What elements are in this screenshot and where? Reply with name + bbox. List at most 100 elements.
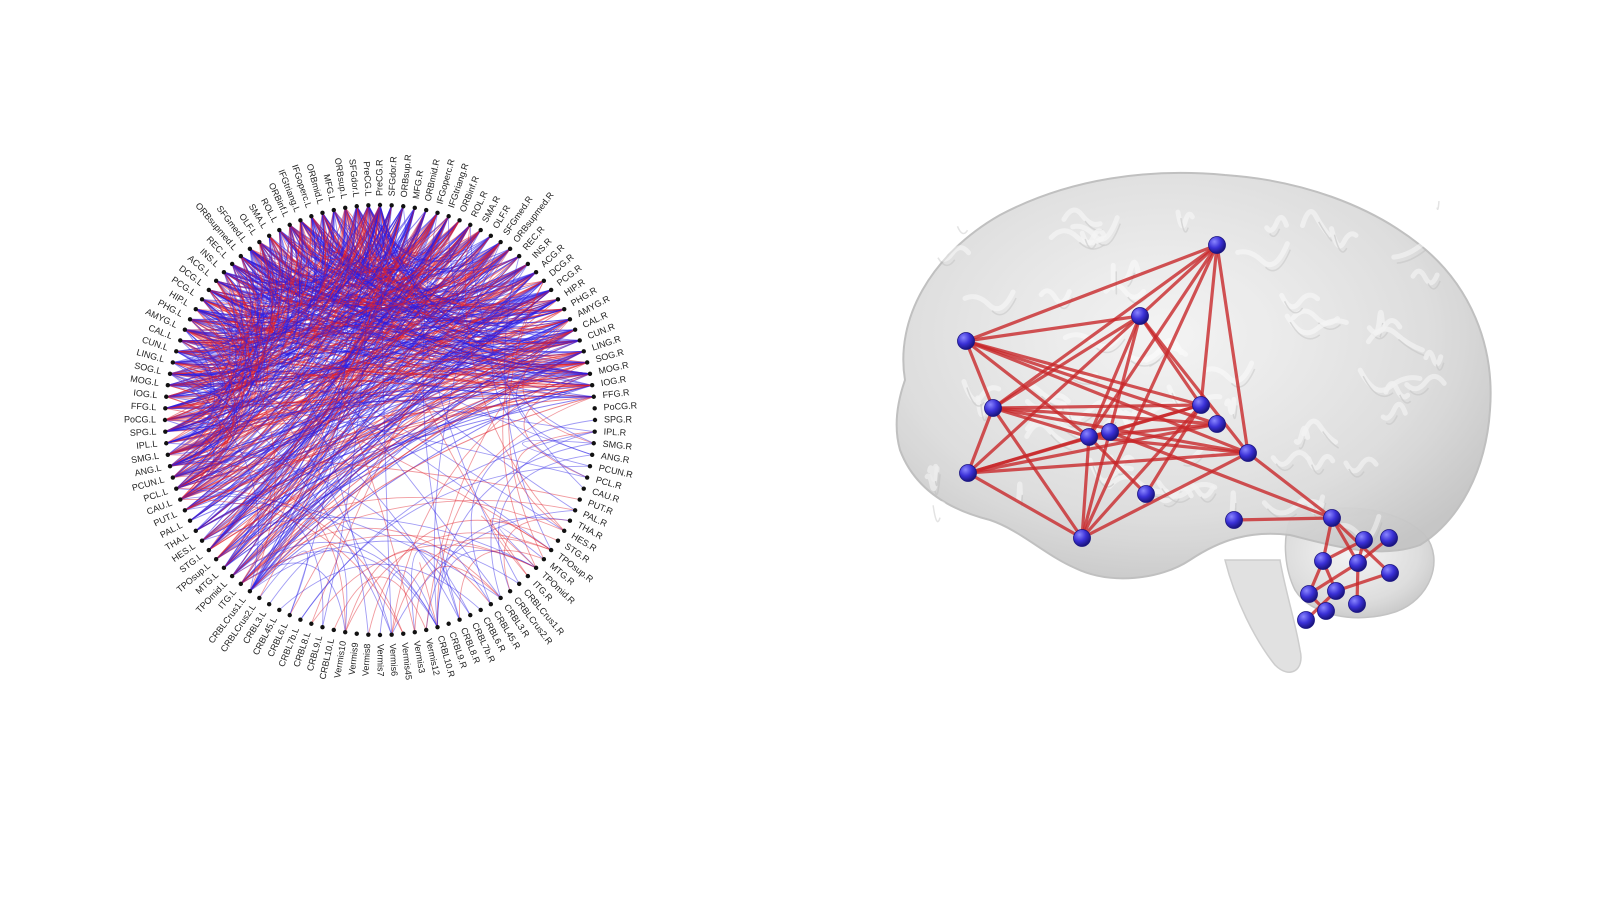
connection-edge: [503, 518, 571, 592]
connection-edge: [502, 280, 545, 569]
region-node: [562, 528, 567, 534]
connection-edge: [469, 224, 585, 489]
region-node: [266, 602, 272, 607]
region-node: [498, 239, 503, 245]
gyrus-fold: [1261, 498, 1326, 516]
connection-edge: [367, 205, 404, 262]
connection-edge: [167, 451, 209, 467]
region-node: [331, 207, 336, 213]
region-label: PoCG.L: [124, 414, 156, 424]
region-node: [548, 547, 554, 553]
region-node: [592, 429, 597, 434]
connection-edge: [169, 204, 381, 467]
connection-edge: [481, 515, 537, 569]
region-node: [581, 486, 586, 491]
connection-edge: [184, 329, 576, 511]
region-node: [277, 227, 282, 233]
region-node: [213, 278, 219, 284]
region-node: [199, 538, 205, 543]
network-edge: [964, 314, 1142, 343]
connection-edge: [164, 339, 226, 421]
region-label: ORBsup.R: [399, 153, 414, 197]
region-node: [488, 233, 494, 238]
connection-edge: [189, 206, 358, 335]
network-node: [1297, 611, 1315, 629]
connection-edge: [268, 235, 416, 633]
connection-edge: [175, 248, 259, 490]
network-node: [1314, 552, 1332, 570]
sulcus-line: [1427, 280, 1441, 290]
region-node: [548, 287, 554, 293]
gyrus-fold: [941, 212, 968, 230]
connection-edge: [167, 216, 318, 456]
connection-edge: [498, 526, 545, 569]
connection-edge: [201, 384, 593, 542]
connection-edge: [470, 419, 596, 605]
connection-edge: [422, 212, 461, 620]
connection-edge: [176, 487, 404, 634]
connection-edge: [165, 204, 381, 409]
network-edge: [1080, 451, 1250, 540]
region-node: [199, 297, 205, 302]
region-node: [533, 269, 539, 275]
connection-edge: [289, 216, 325, 277]
connection-edge: [289, 207, 349, 616]
region-node: [277, 607, 282, 613]
region-label: Vermis7: [376, 644, 386, 677]
region-node: [287, 612, 292, 618]
network-node: [1381, 564, 1399, 582]
gyrus-fold: [1423, 349, 1444, 367]
region-node: [592, 406, 597, 411]
sulcus-line: [1084, 220, 1104, 232]
region-label: FFG.L: [131, 401, 157, 412]
connection-edge: [223, 207, 416, 569]
gyrus-fold: [1106, 474, 1170, 495]
connection-edge: [180, 495, 324, 628]
region-label: PoCG.R: [603, 400, 638, 412]
network-edge: [1246, 451, 1334, 520]
network-edge: [1307, 561, 1360, 596]
connection-edge: [208, 216, 450, 551]
gyrus-fold: [1383, 381, 1411, 400]
connection-edge: [201, 516, 537, 569]
region-node: [206, 547, 212, 553]
connection-edge: [240, 280, 545, 585]
connection-edge: [402, 206, 520, 585]
connection-edge: [523, 373, 591, 478]
region-node: [178, 338, 183, 343]
network-edge: [991, 406, 1219, 426]
gyrus-fold: [924, 465, 940, 492]
region-node: [331, 627, 336, 633]
region-node: [187, 518, 193, 523]
connection-edge: [166, 209, 427, 444]
region-label: SPG.R: [604, 414, 633, 424]
sulcus-line: [1379, 322, 1384, 338]
region-node: [478, 607, 483, 613]
network-node: [984, 399, 1002, 417]
connection-edge: [208, 362, 588, 551]
region-node: [488, 602, 494, 607]
region-node: [187, 317, 193, 322]
gyrus-fold: [1293, 425, 1311, 445]
connection-edge: [176, 488, 501, 599]
connectogram-node-ring: [162, 202, 598, 638]
network-edge: [1215, 243, 1250, 455]
connection-edge: [322, 205, 369, 628]
region-label: SFGdor.R: [387, 156, 399, 197]
sulcus-line: [1200, 493, 1217, 503]
region-node: [229, 261, 235, 267]
connection-edge: [490, 431, 595, 599]
region-node: [587, 464, 593, 469]
network-edge: [964, 339, 1250, 455]
region-node: [389, 203, 394, 208]
sulcus-line: [1163, 498, 1180, 508]
region-label: ANG.R: [600, 451, 630, 466]
connection-edge: [167, 384, 234, 456]
connection-edge: [391, 537, 552, 635]
network-edge: [966, 406, 995, 475]
connection-edge: [300, 465, 590, 620]
connection-edge: [179, 206, 358, 500]
connection-edge: [367, 205, 511, 273]
connection-edge: [166, 442, 471, 616]
connection-edge: [195, 220, 461, 330]
